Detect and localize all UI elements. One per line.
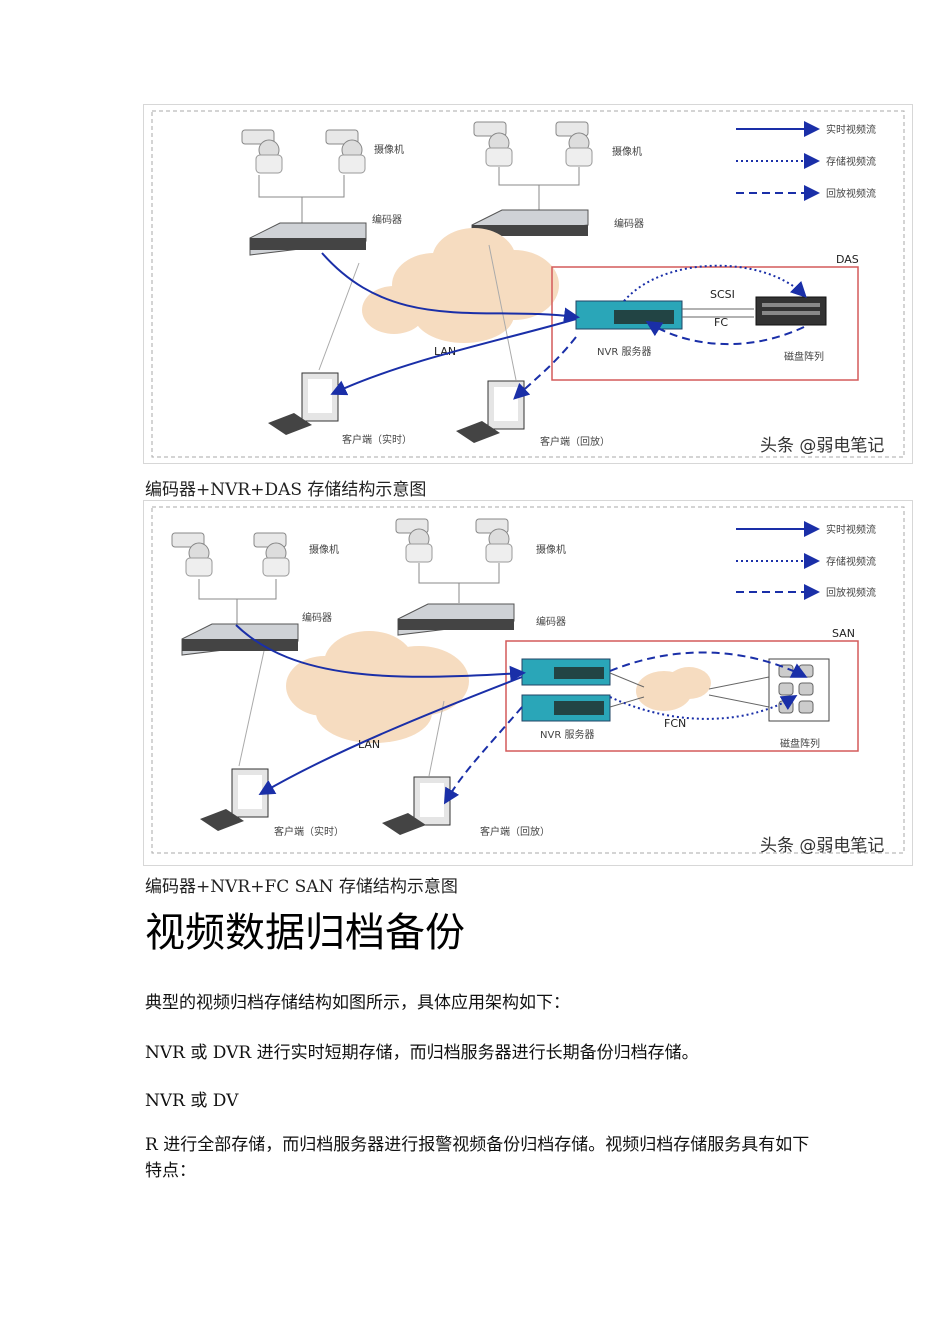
diagram-das-svg: 摄像机 摄像机 编码器 编码器 — [151, 110, 905, 458]
camera-icon — [473, 121, 513, 167]
figure-caption: 编码器+NVR+DAS 存储结构示意图 — [145, 480, 427, 500]
disk-array-icon — [755, 296, 827, 326]
legend-storage-label: 存储视频流 — [826, 155, 876, 168]
client-computer-icon — [268, 372, 339, 435]
paragraph: NVR 或 DV — [145, 1091, 239, 1111]
encoder-label: 编码器 — [536, 615, 566, 628]
diagram-san-svg: 摄像机 摄像机 编码器 编码器 — [151, 506, 905, 856]
san-box — [505, 640, 859, 752]
paragraph: R 进行全部存储，而归档服务器进行报警视频备份归档存储。视频归档存储服务具有如下… — [145, 1135, 810, 1181]
encoder-label: 编码器 — [372, 213, 402, 226]
section-heading: 视频数据归档备份 — [145, 910, 465, 956]
fc-label: FC — [714, 316, 728, 329]
camera-icon — [171, 532, 213, 577]
encoder-label: 编码器 — [302, 611, 332, 624]
live-flow-arrow — [235, 624, 526, 682]
figure-caption: 编码器+NVR+FC SAN 存储结构示意图 — [145, 877, 458, 897]
camera-icon — [555, 121, 593, 167]
watermark: 头条 @弱电笔记 — [760, 836, 884, 856]
disk-array-icon — [768, 658, 830, 722]
camera-icon — [241, 129, 283, 174]
legend-playback-label: 回放视频流 — [826, 586, 876, 599]
camera-label: 摄像机 — [309, 543, 339, 556]
das-label: DAS — [836, 253, 859, 266]
fcn-label: FCN — [664, 717, 686, 730]
disk-array-label: 磁盘阵列 — [784, 350, 824, 363]
legend-playback-label: 回放视频流 — [826, 187, 876, 200]
legend-live-label: 实时视频流 — [826, 123, 876, 136]
live-flow-arrow — [258, 676, 523, 796]
fc-network-cloud — [636, 667, 711, 711]
camera-label: 摄像机 — [374, 143, 404, 156]
live-flow-arrow — [330, 318, 577, 396]
nvr-server-icon — [575, 300, 683, 330]
camera-icon — [253, 532, 290, 577]
nvr-server-label: NVR 服务器 — [540, 728, 594, 741]
playback-flow-arrow — [645, 320, 805, 346]
network-cloud — [362, 228, 559, 343]
legend: 实时视频流 存储视频流 回放视频流 — [736, 521, 876, 600]
watermark: 头条 @弱电笔记 — [760, 436, 884, 456]
legend-storage-label: 存储视频流 — [826, 555, 876, 568]
client-computer-icon — [456, 380, 525, 443]
playback-flow-arrow — [513, 336, 577, 400]
scsi-label: SCSI — [710, 288, 735, 301]
diagram-das: 摄像机 摄像机 编码器 编码器 — [143, 104, 913, 464]
encoder-label: 编码器 — [614, 217, 644, 230]
diagram-san: 摄像机 摄像机 编码器 编码器 — [143, 500, 913, 866]
nvr-server-label: NVR 服务器 — [597, 345, 651, 358]
outer-dashed-frame — [151, 506, 905, 854]
camera-icon — [395, 518, 433, 563]
client-computer-icon — [200, 768, 269, 831]
client-playback-label: 客户端（回放） — [480, 825, 550, 838]
san-label: SAN — [832, 627, 855, 640]
legend-live-label: 实时视频流 — [826, 523, 876, 536]
legend: 实时视频流 存储视频流 回放视频流 — [736, 121, 876, 201]
camera-label: 摄像机 — [536, 543, 566, 556]
camera-icon — [325, 129, 366, 174]
camera-icon — [475, 518, 513, 563]
nvr-server-icon — [521, 694, 611, 722]
encoder-icon — [397, 603, 515, 636]
client-live-label: 客户端（实时） — [274, 825, 344, 838]
client-computer-icon — [382, 776, 451, 835]
outer-dashed-frame — [151, 110, 905, 458]
live-flow-arrow — [321, 252, 580, 324]
paragraph: 典型的视频归档存储结构如图所示，具体应用架构如下： — [145, 993, 570, 1013]
client-playback-label: 客户端（回放） — [540, 435, 610, 448]
encoder-icon — [249, 222, 367, 256]
paragraph: NVR 或 DVR 进行实时短期存储，而归档服务器进行长期备份归档存储。 — [145, 1043, 699, 1063]
playback-flow-arrow — [609, 651, 808, 678]
network-cloud — [286, 631, 469, 743]
camera-label: 摄像机 — [612, 145, 642, 158]
client-live-label: 客户端（实时） — [342, 433, 412, 446]
nvr-server-icon — [521, 658, 611, 686]
storage-flow-arrow — [609, 694, 798, 720]
playback-flow-arrow — [443, 706, 523, 805]
disk-array-label: 磁盘阵列 — [780, 737, 820, 750]
